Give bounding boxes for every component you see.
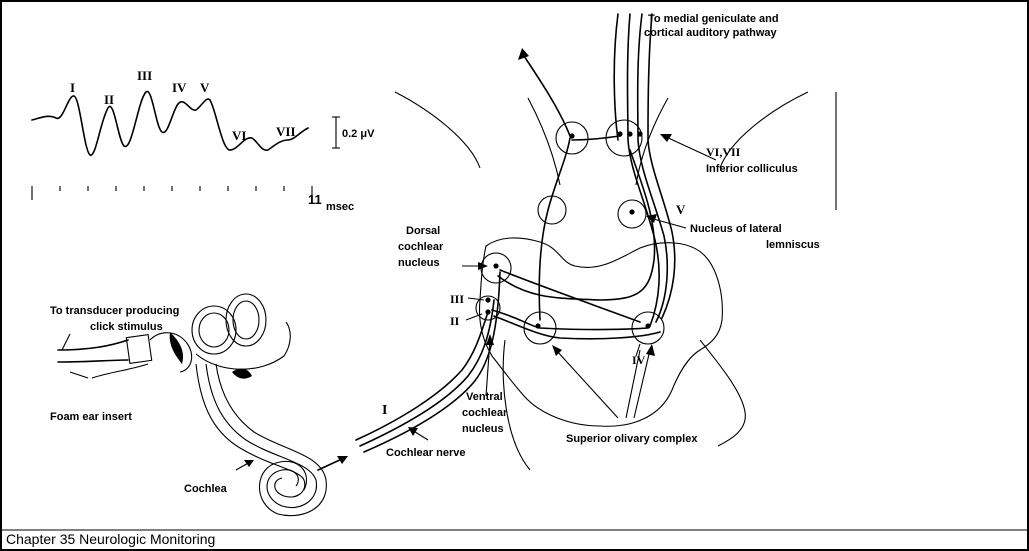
lateral-lemniscus-label: lemniscus [766,239,820,251]
peak-label: I [70,80,75,95]
peak-label: V [200,80,210,95]
neuron-dot [485,309,490,314]
inferior-colliculus-wave: VI,VII [706,145,741,159]
foam-insert-label: Foam ear insert [50,411,132,423]
lateral-lemniscus-label: Nucleus of lateral [690,223,782,235]
neuron-dot [627,131,632,136]
peak-label: III [137,68,152,83]
dorsal-cochlear-label: nucleus [398,257,440,269]
lateral-lemniscus-wave: V [676,202,686,217]
neuron-dot [485,297,490,302]
peak-label: VII [276,124,296,139]
transducer-label: click stimulus [90,321,163,333]
neuron-dot [629,209,634,214]
cochlear-nerve-label: Cochlear nerve [386,447,465,459]
neuron-dot [637,131,642,136]
wave-iii-label: III [450,292,464,306]
peak-label: VI [232,128,246,143]
ventral-cochlear-label: nucleus [462,423,504,435]
superior-olivary-label: Superior olivary complex [566,433,698,445]
scale-label: 0.2 μV [342,128,375,140]
neuron-dot [645,323,650,328]
wave-iv-label: IV [632,353,646,367]
chapter-caption: Chapter 35 Neurologic Monitoring [6,531,215,547]
dorsal-cochlear-label: cochlear [398,241,444,253]
neuron-dot [493,263,498,268]
time-unit: msec [326,201,354,213]
neuron-dot [617,131,622,136]
cochlea-label: Cochlea [184,483,228,495]
top-pathway-label: To medial geniculate and [648,13,779,25]
neuron-dot [535,323,540,328]
neuron-dot [569,133,574,138]
top-pathway-label: cortical auditory pathway [644,27,778,39]
wave-ii-label: II [450,314,460,328]
transducer-label: To transducer producing [50,305,179,317]
wave-i-label: I [382,403,387,418]
peak-label: IV [172,80,187,95]
ventral-cochlear-label: cochlear [462,407,508,419]
ventral-cochlear-label: Ventral [466,391,503,403]
dorsal-cochlear-label: Dorsal [406,225,440,237]
time-value: 11 [308,192,322,207]
inferior-colliculus-label: Inferior colliculus [706,163,798,175]
peak-label: II [104,92,114,107]
